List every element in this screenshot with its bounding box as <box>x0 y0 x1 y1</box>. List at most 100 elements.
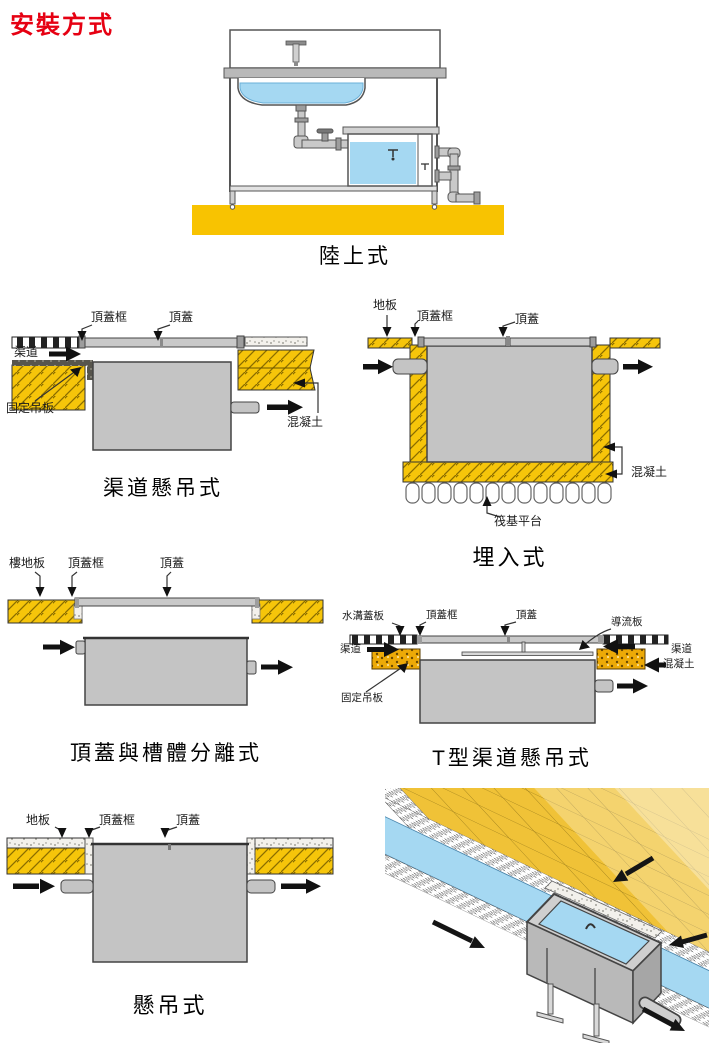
tank-body <box>426 345 593 463</box>
page-title: 安裝方式 <box>10 12 114 39</box>
perforated-edge-lower <box>385 805 709 1043</box>
label-fixed-hanger: 固定吊板 <box>6 401 55 415</box>
screed-left <box>6 837 86 849</box>
caption-separated: 頂蓋與槽體分離式 <box>70 742 262 765</box>
label-top-cover-frame: 頂蓋框 <box>91 310 128 324</box>
top-cover-plate <box>74 597 260 607</box>
label-floor: 地板 <box>373 298 398 312</box>
tank-body <box>92 361 232 451</box>
label-concrete: 混凝土 <box>631 465 668 479</box>
concrete-collar <box>544 880 663 939</box>
flow-arrows <box>43 639 293 675</box>
drain-piping <box>293 104 351 151</box>
tank-opening-water <box>537 900 651 965</box>
top-cover-plate <box>421 337 507 347</box>
flow-arrows <box>13 878 321 894</box>
floor-right <box>254 847 334 875</box>
tank-body <box>84 637 248 706</box>
tank-body <box>419 659 596 724</box>
diagram-land-type: 陸上式 <box>190 28 520 268</box>
label-channel: 渠道 <box>14 345 39 359</box>
outlet-pipe <box>594 679 614 693</box>
separated-drawing <box>7 571 324 706</box>
inlet-pipe <box>60 879 94 894</box>
concrete-base <box>402 461 614 483</box>
outlet-pipe <box>246 879 276 894</box>
channel-suspension-drawing <box>11 324 319 451</box>
cabinet-leg <box>229 190 236 205</box>
diagram-isometric-view <box>385 788 709 1043</box>
caption-suspension: 懸吊式 <box>132 993 208 1018</box>
concrete-right <box>237 349 316 391</box>
diagram-channel-suspension: 頂蓋框 頂蓋 渠道 固定吊板 混凝土 渠道懸吊式 <box>5 300 335 505</box>
cabinet-shelf <box>229 185 438 192</box>
label-top-cover-frame: 頂蓋框 <box>426 609 458 621</box>
caption-t-channel: T型渠道懸吊式 <box>432 747 592 770</box>
flow-direction-arrows <box>431 855 708 1031</box>
label-top-cover: 頂蓋 <box>176 813 201 827</box>
isometric-drawing <box>385 788 709 1043</box>
outlet-pipe-3d <box>640 998 680 1025</box>
foundation-stones <box>405 482 612 504</box>
diagram-t-channel: 水溝蓋板 頂蓋框 頂蓋 導流板 渠道 渠道 混凝土 固定吊板 T型渠道懸吊式 <box>340 592 709 774</box>
label-top-cover: 頂蓋 <box>169 310 194 324</box>
inlet-stub <box>75 640 86 655</box>
label-top-cover-frame: 頂蓋框 <box>99 813 136 827</box>
leader-lines <box>54 826 178 832</box>
caption-channel-suspension: 渠道懸吊式 <box>103 477 223 500</box>
label-raft-foundation: 筏基平台 <box>494 514 543 528</box>
embedded-drawing <box>363 315 661 518</box>
label-top-cover: 頂蓋 <box>515 312 540 326</box>
label-floor-slab: 樓地板 <box>9 556 46 570</box>
label-top-cover: 頂蓋 <box>516 609 537 621</box>
label-fixed-hanger: 固定吊板 <box>341 692 383 704</box>
cabinet-leg <box>431 190 438 205</box>
label-channel-left: 渠道 <box>340 643 361 655</box>
inlet-pipe <box>392 358 428 375</box>
floor-slab-left <box>7 599 83 624</box>
label-concrete: 混凝土 <box>287 415 324 429</box>
flow-arrows <box>367 639 666 694</box>
label-floor: 地板 <box>26 813 51 827</box>
screed-right <box>254 837 334 849</box>
label-channel-right: 渠道 <box>671 643 692 655</box>
t-channel-drawing <box>349 621 669 724</box>
top-cover-plate <box>509 337 593 347</box>
leader-lines <box>34 571 172 588</box>
label-deflector: 導流板 <box>611 616 643 628</box>
label-top-cover-frame: 頂蓋框 <box>417 309 454 323</box>
concrete-right <box>596 648 646 670</box>
backsplash <box>229 29 441 69</box>
floor-slab-right <box>251 599 324 624</box>
outlet-stub <box>246 660 257 675</box>
label-top-cover-frame: 頂蓋框 <box>68 556 105 570</box>
counter-top <box>223 67 447 79</box>
sink-bowl <box>237 78 366 106</box>
label-gutter-cover: 水溝蓋板 <box>342 610 384 622</box>
flow-arrows <box>363 359 653 375</box>
land-type-drawing <box>192 29 504 235</box>
ground <box>192 205 504 235</box>
caption-embedded: 埋入式 <box>472 545 548 570</box>
diagram-separated: 樓地板 頂蓋框 頂蓋 頂蓋與槽體分離式 <box>5 553 335 768</box>
fixed-hanger-plate <box>12 360 93 366</box>
label-top-cover: 頂蓋 <box>160 556 185 570</box>
outlet-pipe <box>591 358 619 375</box>
suspension-drawing <box>6 826 334 963</box>
support-beams <box>536 983 610 1043</box>
outlet-piping <box>434 145 481 205</box>
hanger-rods <box>546 948 596 1004</box>
deflector-plate <box>461 651 594 656</box>
tank-body <box>92 843 248 963</box>
label-concrete: 混凝土 <box>663 658 695 670</box>
leader-arrowheads <box>35 587 172 597</box>
floor-right <box>609 337 661 349</box>
grease-trap-tank <box>342 126 440 187</box>
caption-land: 陸上式 <box>319 245 391 268</box>
leader-arrowheads <box>57 828 170 838</box>
flow-arrows <box>49 346 303 415</box>
faucet-icon <box>285 40 307 66</box>
floor-left <box>367 337 413 349</box>
lid-handle-icon <box>585 923 596 930</box>
